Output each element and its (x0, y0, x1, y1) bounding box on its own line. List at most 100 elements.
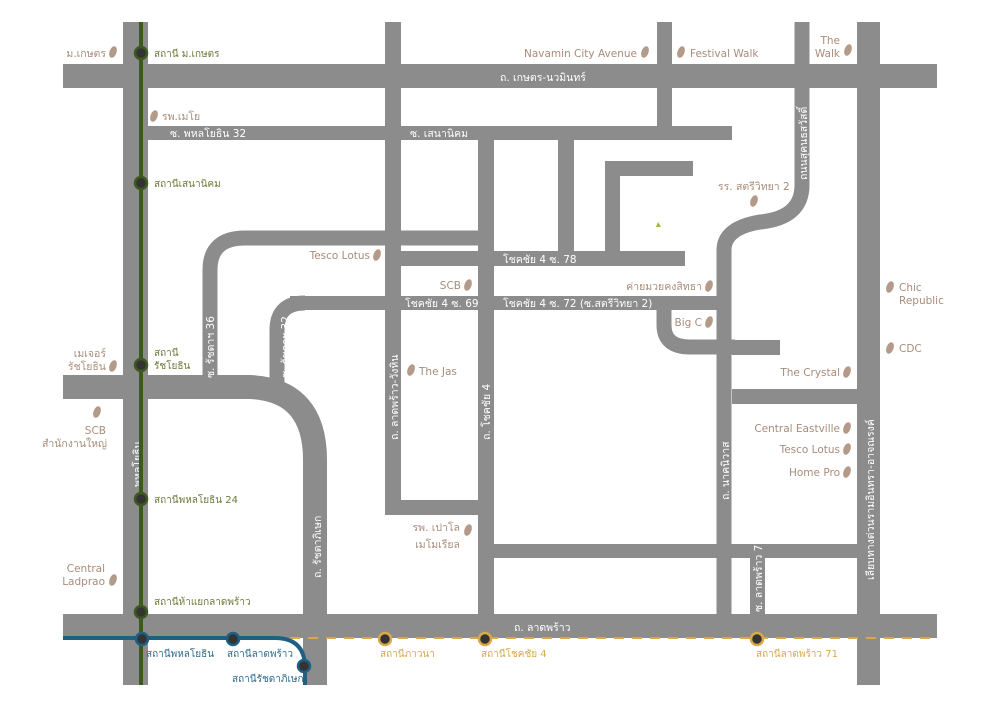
poi-scb-hq[interactable]: สำนักงานใหญ่ (42, 437, 107, 450)
poi-scb[interactable]: SCB (440, 280, 461, 292)
label-chokchai4-78: โชคชัย 4 ซ. 78 (503, 253, 577, 266)
poi-central-eastville[interactable]: Central Eastville (754, 423, 840, 435)
label-ladprao-wanghin: ถ. ลาดพร้าว-วังหิน (389, 355, 401, 440)
pin-icon (843, 443, 851, 455)
poi-central-ladprao[interactable]: Central (67, 563, 105, 575)
station-label: สถานีห้าแยกลาดพร้าว (154, 596, 251, 608)
poi-paolo-hospital[interactable]: รพ. เปาโล (413, 521, 460, 534)
station-dot[interactable] (377, 631, 393, 647)
station-label: สถานีลาดพร้าว 71 (756, 648, 838, 660)
pin-icon (464, 279, 472, 291)
poi-major[interactable]: เมเจอร์ (74, 347, 107, 360)
station-label: สถานีโชคชัย 4 (481, 647, 547, 660)
station-label: สถานีเสนานิคม (154, 178, 221, 190)
pin-icon (109, 574, 117, 586)
road-crystal (732, 389, 857, 404)
road-chokchai4-78 (401, 251, 685, 266)
poi-chic-republic[interactable]: Chic (899, 282, 922, 294)
road-connector (401, 500, 478, 515)
road-south-h (494, 544, 857, 558)
road-ratchada-32 (269, 295, 306, 385)
road-soi-mid (558, 140, 574, 266)
pin-icon (407, 364, 415, 376)
points-of-interest[interactable]: ม.เกษตร รพ.เมโย Navamin City Avenue Fest… (42, 35, 944, 588)
station-dot[interactable] (134, 631, 150, 647)
label-chokchai4-72: โชคชัย 4 ซ. 72 (ซ.สตรีวิทยา 2) (503, 297, 652, 310)
label-ratchada-36: ซ. รัชดาฯ 36 (205, 316, 217, 378)
station-dot[interactable] (225, 631, 241, 647)
label-ladprao-71: ซ. ลาดพร้าว 71 (753, 538, 765, 612)
roads (63, 22, 937, 685)
road-bigc-east (732, 340, 780, 355)
label-kaset-nawamin: ถ. เกษตร-นวมินทร์ (500, 71, 586, 84)
poi-chic-republic[interactable]: Republic (899, 295, 944, 307)
poi-the-jas[interactable]: The Jas (418, 366, 457, 378)
station-dot[interactable] (133, 45, 149, 61)
pin-icon (844, 44, 852, 56)
poi-ku[interactable]: ม.เกษตร (66, 48, 106, 60)
pin-icon (93, 406, 101, 418)
road-phahon-32 (148, 126, 732, 140)
poi-major[interactable]: รัชโยธิน (68, 360, 106, 373)
pin-icon (150, 110, 158, 122)
label-nakniwat: ถ. นาคนิวาส (720, 441, 732, 500)
station-label: สถานีพหลโยธิน (146, 647, 214, 660)
stations[interactable]: สถานี ม.เกษตร สถานีเสนานิคม สถานี รัชโยธ… (133, 45, 838, 685)
road-ladprao-71 (750, 544, 765, 614)
poi-the-walk[interactable]: The (819, 35, 840, 47)
pin-icon (464, 524, 472, 536)
poi-the-walk[interactable]: Walk (815, 48, 841, 60)
poi-bigc[interactable]: Big C (675, 317, 702, 329)
poi-scb-hq[interactable]: SCB (85, 425, 106, 437)
road-navamin-soi (657, 22, 672, 140)
station-dot[interactable] (477, 631, 493, 647)
station-label: สถานีภาวนา (380, 648, 435, 660)
label-chokchai4: ถ. โชคชัย 4 (480, 384, 493, 440)
label-ratchada-32: ซ. รัชดาฯ 32 (280, 316, 292, 378)
road-upper-v (605, 161, 620, 251)
road-chokchai4-69-72 (290, 296, 720, 310)
pin-icon (677, 46, 685, 58)
pin-icon (886, 281, 894, 293)
station-dot[interactable] (133, 175, 149, 191)
station-dot[interactable] (133, 357, 149, 373)
poi-mayo[interactable]: รพ.เมโย (162, 110, 200, 123)
label-ratchadaphisek: ถ. รัชดาภิเษก (312, 516, 324, 578)
road-ladprao-wanghin (385, 22, 401, 515)
road-upper-h (605, 161, 693, 176)
pin-icon (705, 280, 713, 292)
pin-icon (750, 195, 758, 207)
station-dot[interactable] (133, 604, 149, 620)
poi-tesco-lotus-2[interactable]: Tesco Lotus (779, 444, 840, 456)
road-ratchada-36 (202, 230, 480, 382)
pin-icon (641, 46, 649, 58)
road-ratchadaphisek (63, 375, 327, 685)
poi-the-crystal[interactable]: The Crystal (779, 367, 840, 379)
poi-tesco-lotus[interactable]: Tesco Lotus (309, 250, 370, 262)
road-expressway (857, 22, 880, 685)
label-phahon-32: ซ. พหลโยธิน 32 (170, 127, 246, 140)
station-label: สถานีพหลโยธิน 24 (154, 493, 238, 506)
station-dot[interactable] (133, 491, 149, 507)
label-chokchai4-69: โชคชัย 4 ซ. 69 (405, 297, 479, 310)
station-label: สถานี (154, 347, 179, 359)
poi-festival-walk[interactable]: Festival Walk (690, 48, 759, 60)
road-kaset-nawamin (63, 64, 937, 88)
station-label: สถานีรัชดาภิเษก (232, 673, 304, 685)
road-labels: ถ. เกษตร-นวมินทร์ ซ. พหลโยธิน 32 ซ. เสนา… (131, 71, 877, 634)
pin-icon (705, 316, 713, 328)
poi-paolo-hospital[interactable]: เมโมเรียล (415, 538, 460, 551)
station-dot[interactable] (296, 658, 312, 674)
label-expressway: เลียบทางด่วนรามอินทรา-อาจณรงค์ (864, 419, 877, 580)
poi-central-ladprao[interactable]: Ladprao (62, 576, 105, 588)
poi-cdc[interactable]: CDC (899, 343, 922, 355)
station-label: สถานีลาดพร้าว (227, 648, 293, 660)
road-ladprao (63, 614, 937, 638)
poi-satri-school[interactable]: รร. สตรีวิทยา 2 (718, 180, 790, 193)
poi-muaythai-camp[interactable]: ค่ายมวยคงสิทธา (626, 281, 702, 293)
poi-navamin[interactable]: Navamin City Avenue (524, 48, 637, 60)
poi-home-pro[interactable]: Home Pro (789, 467, 840, 479)
station-dot[interactable] (749, 631, 765, 647)
pin-icon (843, 466, 851, 478)
